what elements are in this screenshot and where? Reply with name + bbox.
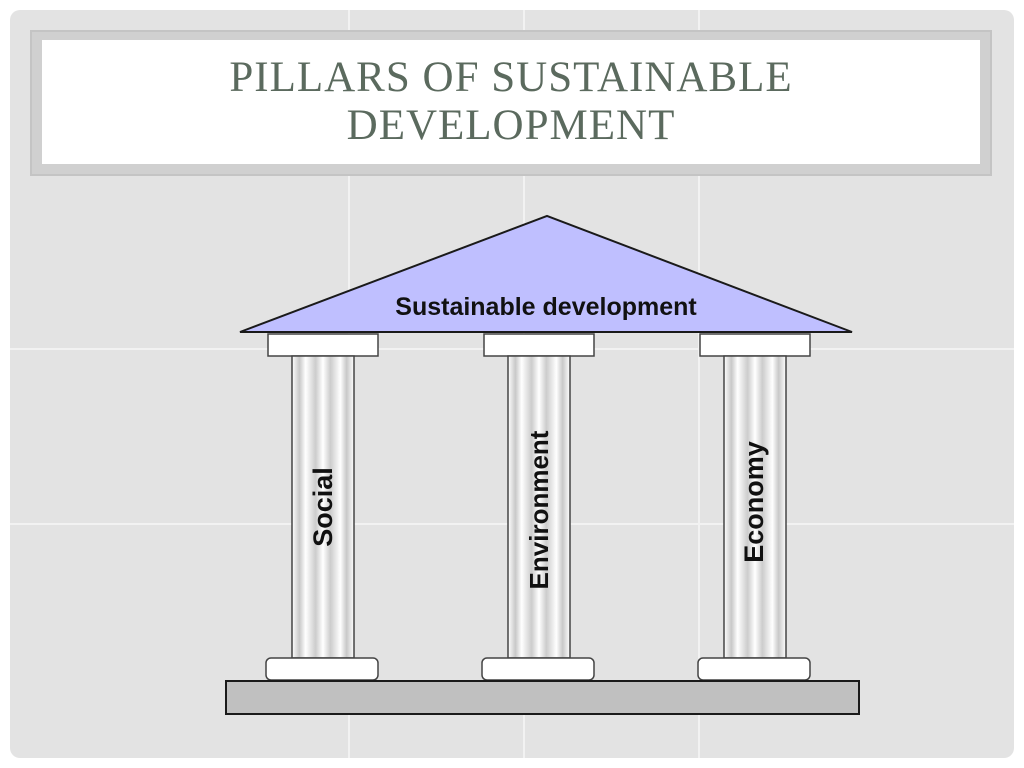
page-title: PILLARS OF SUSTAINABLE DEVELOPMENT [229,54,792,150]
foundation-base [225,680,860,715]
pillar-environment: Environment [481,333,595,681]
grid-line [698,10,700,758]
pillar-base [265,657,379,681]
title-line-2: DEVELOPMENT [346,102,676,149]
pillar-base [697,657,811,681]
pillar-capital [483,333,595,357]
pillar-column [291,355,355,659]
pillar-label: Social [308,467,338,547]
title-line-1: PILLARS OF SUSTAINABLE [229,54,793,101]
slide: PILLARS OF SUSTAINABLE DEVELOPMENT [10,10,1014,758]
pillar-column [507,355,571,659]
pillar-label: Environment [524,430,554,589]
pillar-base [481,657,595,681]
pillar-capital [267,333,379,357]
pillar-social: Social [265,333,379,681]
roof-triangle [239,214,853,333]
title-frame: PILLARS OF SUSTAINABLE DEVELOPMENT [30,30,992,176]
pillar-label: Economy [739,441,769,563]
pillar-capital [699,333,811,357]
title-box: PILLARS OF SUSTAINABLE DEVELOPMENT [42,40,980,164]
pillar-economy: Economy [697,333,811,681]
pillar-column [723,355,787,659]
roof-label: Sustainable development [395,293,697,321]
